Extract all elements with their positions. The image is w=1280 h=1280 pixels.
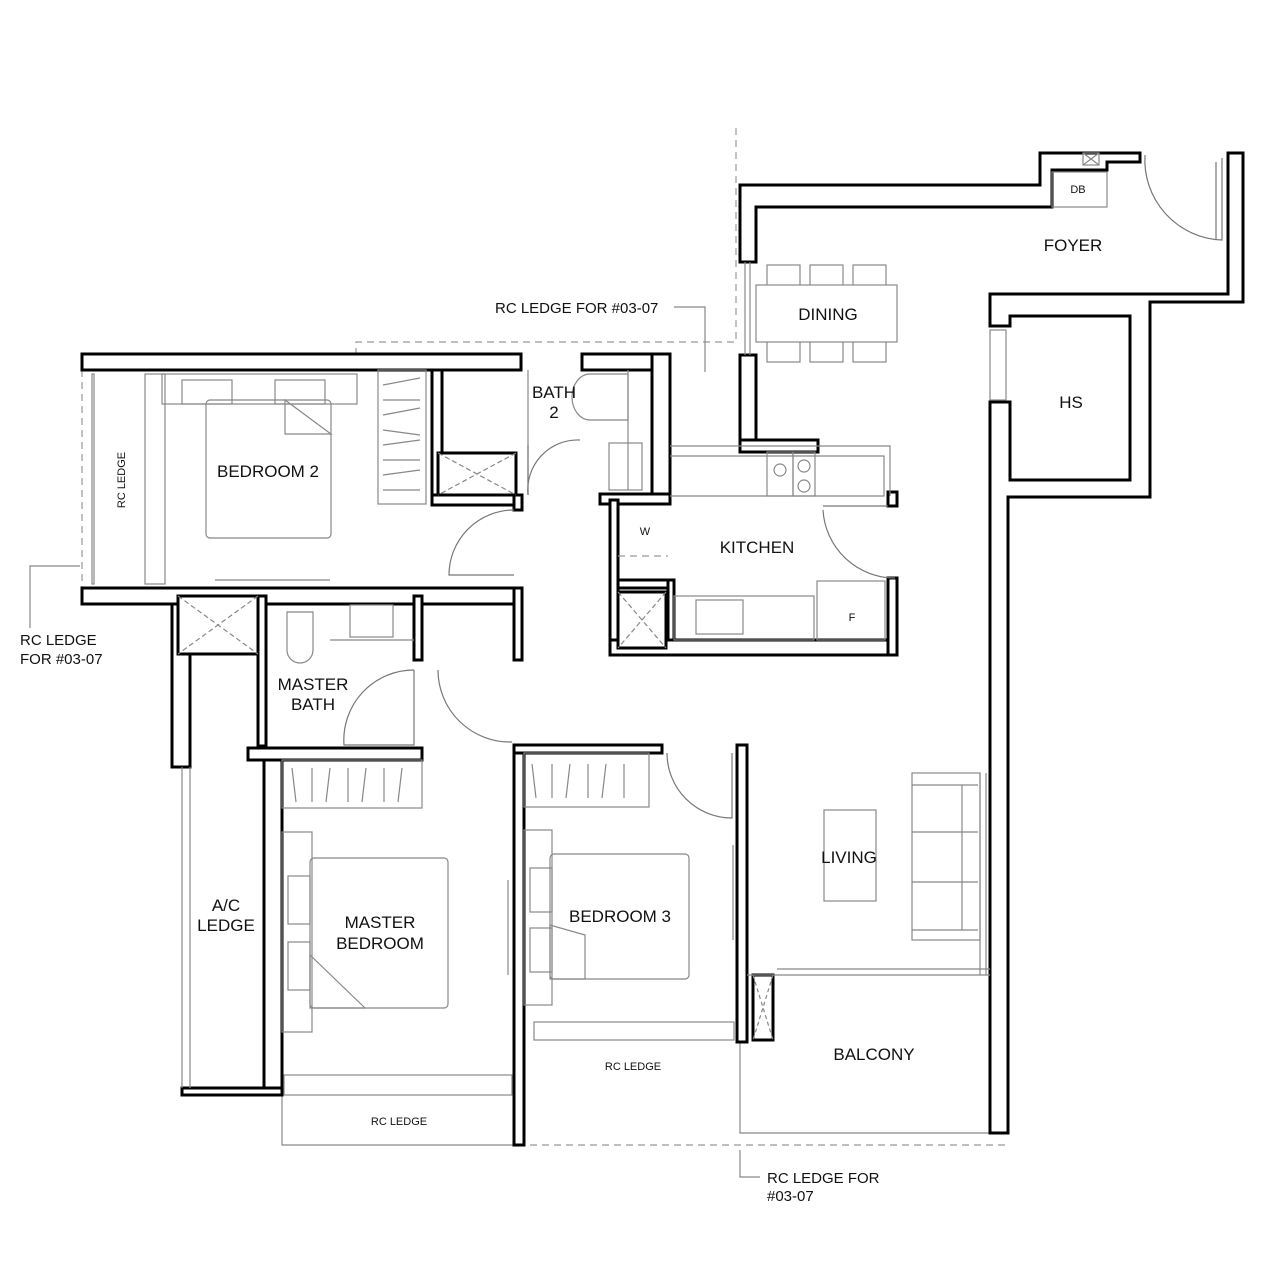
label-kitchen: KITCHEN	[720, 538, 795, 557]
label-master-bath-line1: MASTER	[278, 675, 349, 694]
label-washer: W	[640, 526, 651, 538]
label-living: LIVING	[821, 848, 877, 867]
label-bedroom2: BEDROOM 2	[217, 462, 319, 481]
label-master-bedroom-line1: MASTER	[345, 913, 416, 932]
note-bottom-line2: #03-07	[767, 1188, 814, 1205]
label-master-bath-line2: BATH	[291, 695, 335, 714]
doors	[343, 154, 1223, 819]
label-rc-ledge-bottom-mid: RC LEDGE	[605, 1061, 661, 1073]
label-bath2-line1: BATH	[532, 383, 576, 402]
label-master-bedroom-line2: BEDROOM	[336, 934, 424, 953]
leader-lines	[29, 306, 760, 1178]
furniture	[91, 171, 1108, 1096]
label-rc-ledge-bottom-left: RC LEDGE	[371, 1116, 427, 1128]
label-fridge: F	[849, 612, 856, 624]
note-left-line1: RC LEDGE	[20, 632, 97, 649]
walls	[80, 151, 1245, 1147]
label-dining: DINING	[798, 305, 858, 324]
label-foyer: FOYER	[1044, 236, 1103, 255]
label-ac-ledge-line2: LEDGE	[197, 916, 255, 935]
label-rc-ledge-vertical: RC LEDGE	[116, 452, 128, 508]
label-bath2-line2: 2	[549, 403, 558, 422]
annotations: RC LEDGE FOR #03-07 RC LEDGE FOR #03-07 …	[20, 300, 880, 1205]
label-ac-ledge-line1: A/C	[212, 896, 240, 915]
note-top: RC LEDGE FOR #03-07	[495, 300, 658, 317]
ledge-outlines	[81, 128, 1005, 1146]
note-bottom-line1: RC LEDGE FOR	[767, 1170, 880, 1187]
room-labels: FOYER DB DINING HS BATH 2 BEDROOM 2 RC L…	[116, 184, 1102, 1128]
label-hs: HS	[1059, 393, 1083, 412]
label-balcony: BALCONY	[833, 1045, 914, 1064]
label-bedroom3: BEDROOM 3	[569, 907, 671, 926]
service-shafts	[176, 152, 1100, 1042]
label-db: DB	[1070, 184, 1085, 196]
note-left-line2: FOR #03-07	[20, 651, 103, 668]
